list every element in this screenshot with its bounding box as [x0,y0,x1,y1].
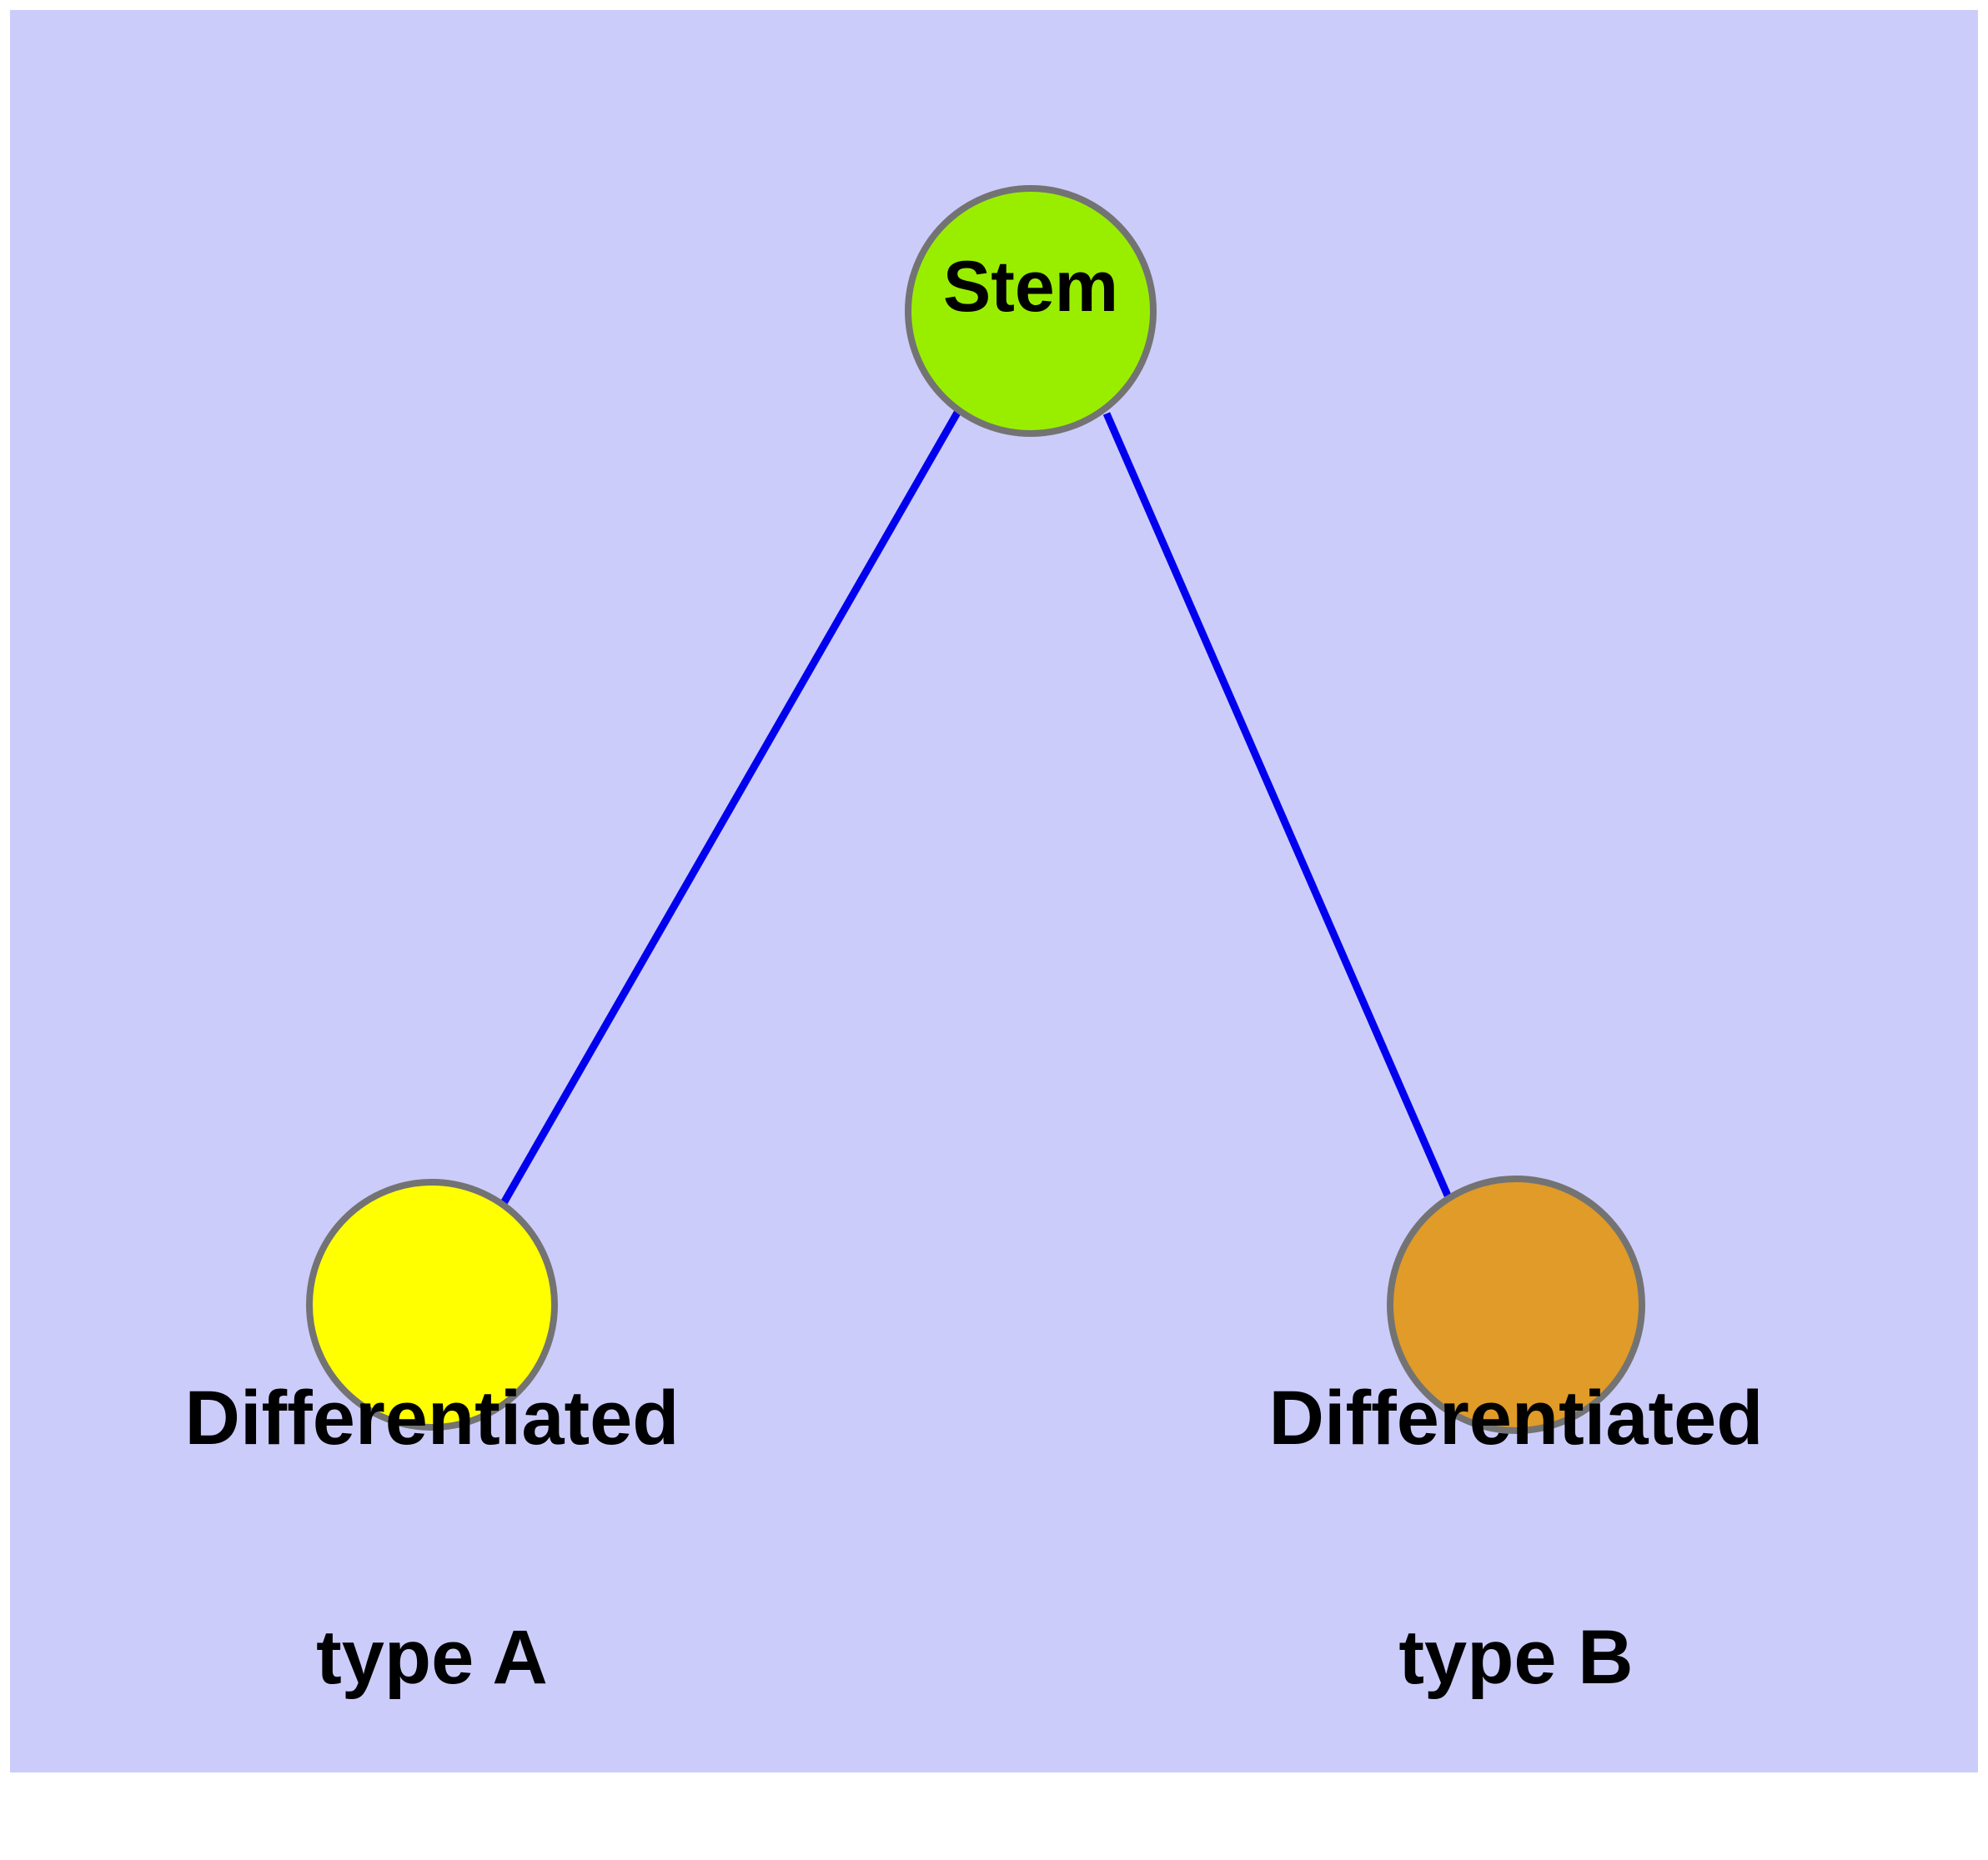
edge-stem-to-type-a [500,410,961,1206]
diagram-canvas: Stem Differentiated type A Differentiate… [10,10,1978,1772]
node-differentiated-type-b[interactable] [1387,1176,1645,1434]
node-differentiated-type-a[interactable] [306,1179,558,1431]
graph-svg [306,185,1645,1434]
node-stem[interactable] [905,185,1157,437]
edge-group [500,410,1452,1206]
edge-stem-to-type-b [1102,412,1452,1197]
node-group [306,185,1645,1434]
